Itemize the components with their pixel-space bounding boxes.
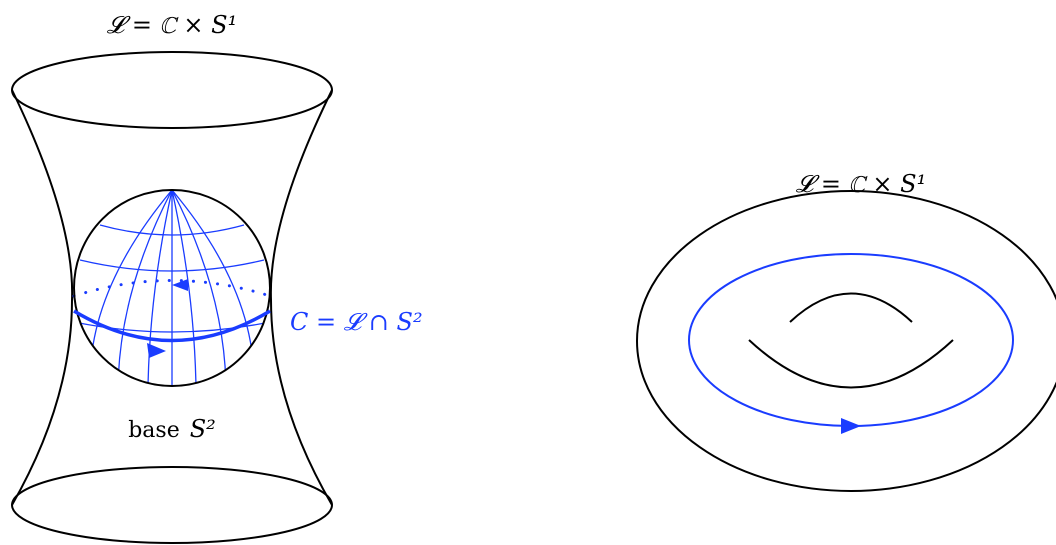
hyperboloid-top-ellipse <box>11 51 333 129</box>
sphere-grid <box>74 190 270 386</box>
intersection-curve-front <box>73 309 271 343</box>
front-arrow-icon <box>147 343 166 358</box>
intersection-curve-back <box>72 279 272 298</box>
torus-arrow-icon <box>841 418 861 434</box>
base-label: base S² <box>128 415 216 443</box>
torus <box>636 190 1056 492</box>
base-label-word: base <box>128 418 180 443</box>
hyperboloid-right-side <box>269 89 333 506</box>
left-title: 𝓛 = ℂ × S¹ <box>107 11 237 39</box>
hyperboloid <box>11 51 333 544</box>
hyperboloid-left-side <box>11 89 74 506</box>
torus-blue-loop <box>688 253 1014 427</box>
torus-outer-ellipse <box>636 190 1056 492</box>
back-arrow-icon <box>172 279 188 291</box>
hyperboloid-bottom-ellipse <box>11 466 333 544</box>
torus-hole-upper <box>789 292 913 323</box>
intersection-label: C = 𝓛 ∩ S² <box>290 308 423 336</box>
base-label-math: S² <box>190 415 216 443</box>
right-title: 𝓛 = ℂ × S¹ <box>796 170 926 198</box>
base-sphere <box>73 189 271 387</box>
torus-hole-lower <box>748 339 954 389</box>
